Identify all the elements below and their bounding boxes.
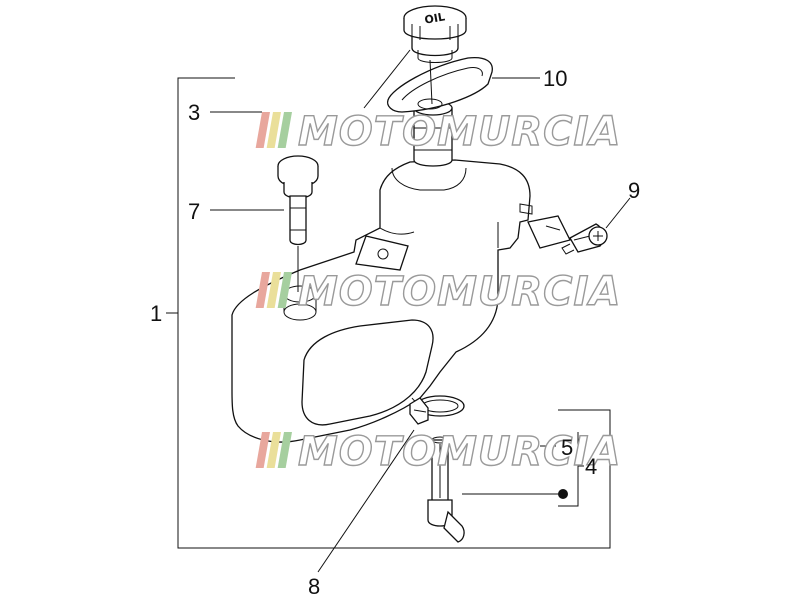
dipstick-part-7: [277, 155, 319, 292]
oil-cap: OIL: [403, 5, 467, 63]
watermark-text: MOTOMURCIA: [298, 109, 621, 155]
cap-marking-text: OIL: [424, 10, 446, 26]
callout-8: 8: [308, 574, 320, 599]
callout-9: 9: [628, 178, 640, 203]
watermark-2: MOTOMURCIA: [255, 268, 621, 316]
callout-3: 3: [188, 100, 200, 125]
callout-10: 10: [543, 66, 567, 91]
callout-5: 5: [561, 435, 573, 460]
callout-4: 4: [585, 454, 597, 479]
watermark-1: MOTOMURCIA: [255, 108, 621, 156]
watermark-3: MOTOMURCIA: [255, 428, 621, 476]
clip-and-screw-part-9: [527, 197, 631, 255]
callout-dot: [558, 489, 568, 499]
hose-clamp-part-8: [409, 395, 465, 425]
bracket-part-1: [166, 77, 611, 549]
leader-lines: [210, 77, 584, 573]
watermark-text: MOTOMURCIA: [298, 269, 621, 315]
watermark-text: MOTOMURCIA: [298, 429, 621, 475]
oil-tank: [231, 159, 533, 443]
outlet-fitting-part-4: [427, 436, 465, 543]
filler-boot-part-10: [386, 56, 493, 113]
callout-1: 1: [150, 301, 162, 326]
callout-7: 7: [188, 199, 200, 224]
